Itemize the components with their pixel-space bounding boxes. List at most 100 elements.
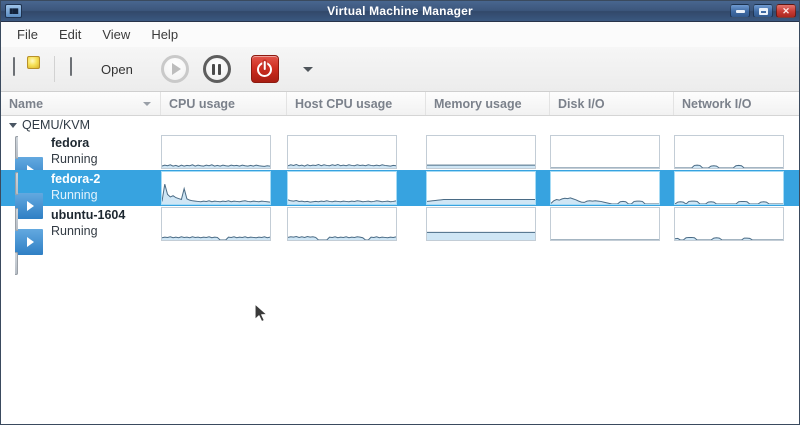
chart-cell-cpu-usage bbox=[161, 171, 287, 205]
sparkline-fedora-memory-usage bbox=[426, 135, 536, 169]
menu-view[interactable]: View bbox=[102, 27, 131, 42]
open-button-label: Open bbox=[101, 61, 133, 77]
column-header-name-label: Name bbox=[9, 96, 44, 111]
maximize-button[interactable] bbox=[753, 4, 773, 18]
menu-edit[interactable]: Edit bbox=[58, 27, 82, 42]
new-vm-spark-icon bbox=[27, 56, 40, 69]
column-header-disk[interactable]: Disk I/O bbox=[550, 92, 674, 115]
column-header-host-cpu[interactable]: Host CPU usage bbox=[287, 92, 426, 115]
chart-cell-network-i-o bbox=[674, 207, 799, 241]
menu-file[interactable]: File bbox=[17, 27, 38, 42]
vm-state-label: Running bbox=[51, 152, 98, 166]
sparkline-fedora-2-memory-usage bbox=[426, 171, 536, 205]
shutdown-button[interactable] bbox=[245, 52, 285, 86]
power-icon bbox=[250, 55, 279, 83]
connection-label: QEMU/KVM bbox=[22, 118, 91, 132]
sparkline-ubuntu-1604-disk-i-o bbox=[550, 207, 660, 241]
window-controls: ✕ bbox=[730, 4, 796, 18]
list-empty-area bbox=[1, 242, 799, 412]
vm-charts bbox=[161, 170, 799, 206]
sparkline-fedora-network-i-o bbox=[674, 135, 784, 169]
sparkline-ubuntu-1604-memory-usage bbox=[426, 207, 536, 241]
shutdown-menu-button[interactable] bbox=[295, 63, 321, 76]
sparkline-fedora-disk-i-o bbox=[550, 135, 660, 169]
minimize-button[interactable] bbox=[730, 4, 750, 18]
sparkline-ubuntu-1604-cpu-usage bbox=[161, 207, 271, 241]
column-header-memory[interactable]: Memory usage bbox=[426, 92, 550, 115]
column-header-memory-label: Memory usage bbox=[434, 96, 522, 111]
vm-state-label: Running bbox=[51, 224, 98, 238]
chart-cell-host-cpu-usage bbox=[287, 135, 426, 169]
open-monitor-icon bbox=[70, 57, 96, 80]
minimize-glyph bbox=[735, 9, 745, 13]
column-header-host-cpu-label: Host CPU usage bbox=[295, 96, 393, 111]
close-button[interactable]: ✕ bbox=[776, 4, 796, 18]
column-header-network[interactable]: Network I/O bbox=[674, 92, 799, 115]
vm-running-icon bbox=[15, 136, 43, 203]
new-vm-button[interactable] bbox=[7, 55, 45, 83]
sparkline-fedora-2-disk-i-o bbox=[550, 171, 660, 205]
sparkline-fedora-2-cpu-usage bbox=[161, 171, 271, 205]
chart-cell-cpu-usage bbox=[161, 135, 287, 169]
title-bar[interactable]: ▮▮▮ Virtual Machine Manager ✕ bbox=[1, 1, 799, 22]
vm-state-label: Running bbox=[51, 188, 98, 202]
window-title: Virtual Machine Manager bbox=[327, 4, 473, 18]
chart-cell-cpu-usage bbox=[161, 207, 287, 241]
connection-row-qemu-kvm[interactable]: QEMU/KVM bbox=[1, 116, 799, 134]
open-button[interactable]: Open bbox=[64, 55, 139, 83]
chart-cell-memory-usage bbox=[426, 171, 550, 205]
menu-bar: File Edit View Help bbox=[1, 22, 799, 47]
toolbar-separator bbox=[54, 56, 55, 82]
chart-cell-host-cpu-usage bbox=[287, 171, 426, 205]
chart-cell-network-i-o bbox=[674, 135, 799, 169]
run-button[interactable] bbox=[155, 52, 195, 86]
menu-help[interactable]: Help bbox=[151, 27, 179, 42]
column-header-cpu[interactable]: CPU usage bbox=[161, 92, 287, 115]
sparkline-fedora-cpu-usage bbox=[161, 135, 271, 169]
vm-charts bbox=[161, 134, 799, 170]
chart-cell-memory-usage bbox=[426, 135, 550, 169]
chart-cell-disk-i-o bbox=[550, 135, 674, 169]
pause-button[interactable] bbox=[197, 52, 237, 86]
vm-running-icon bbox=[15, 172, 43, 239]
column-header-row: Name CPU usage Host CPU usage Memory usa… bbox=[1, 92, 799, 116]
play-icon bbox=[160, 55, 189, 83]
column-header-name[interactable]: Name bbox=[1, 92, 161, 115]
vm-name-label: fedora bbox=[51, 136, 90, 151]
vm-running-icon bbox=[15, 208, 43, 275]
close-icon: ✕ bbox=[782, 5, 790, 16]
sort-caret-icon bbox=[143, 101, 151, 106]
new-vm-monitor-icon bbox=[13, 56, 40, 80]
vm-name-label: ubuntu-1604 bbox=[51, 208, 126, 223]
sparkline-fedora-2-network-i-o bbox=[674, 171, 784, 205]
vm-charts bbox=[161, 206, 799, 242]
column-header-cpu-label: CPU usage bbox=[169, 96, 235, 111]
sparkline-ubuntu-1604-network-i-o bbox=[674, 207, 784, 241]
column-header-network-label: Network I/O bbox=[682, 96, 752, 111]
vm-name-label: fedora-2 bbox=[51, 172, 101, 187]
column-header-disk-label: Disk I/O bbox=[558, 96, 605, 111]
maximize-glyph bbox=[758, 7, 768, 15]
vmm-icon: ▮▮▮ bbox=[5, 4, 22, 18]
chart-cell-host-cpu-usage bbox=[287, 207, 426, 241]
chart-cell-disk-i-o bbox=[550, 207, 674, 241]
toolbar: Open bbox=[1, 47, 799, 92]
chart-cell-memory-usage bbox=[426, 207, 550, 241]
sparkline-fedora-2-host-cpu-usage bbox=[287, 171, 397, 205]
chart-cell-network-i-o bbox=[674, 171, 799, 205]
chevron-down-icon bbox=[302, 66, 313, 72]
chart-cell-disk-i-o bbox=[550, 171, 674, 205]
sparkline-ubuntu-1604-host-cpu-usage bbox=[287, 207, 397, 241]
expander-open-icon[interactable] bbox=[9, 122, 17, 128]
